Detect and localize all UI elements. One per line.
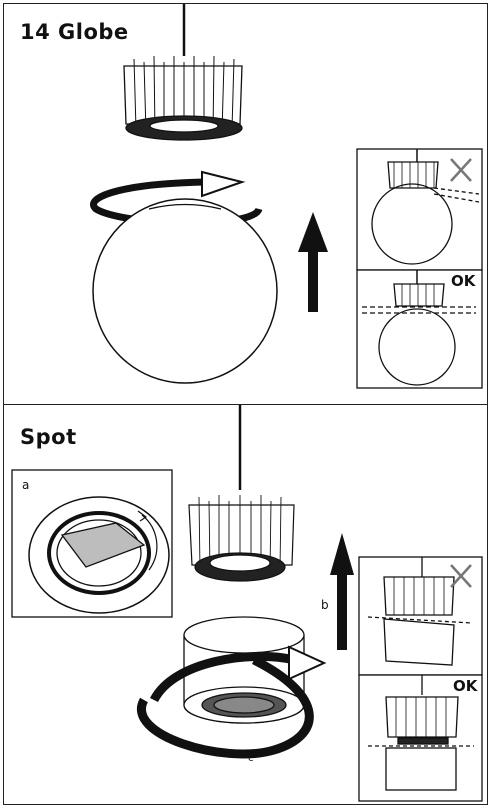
ok-label-top: OK xyxy=(451,272,476,290)
ok-label-bottom: OK xyxy=(453,677,478,695)
spot-wrong-inset xyxy=(358,556,483,676)
heatsink xyxy=(123,55,243,141)
wrong-inset xyxy=(356,148,483,271)
spot-rotation-arrow xyxy=(137,645,327,759)
detail-label-a: a xyxy=(22,478,30,492)
ring-label-c: c xyxy=(248,753,254,764)
spot-heatsink xyxy=(188,495,295,582)
spot-ok-inset xyxy=(358,674,483,802)
detail-inset xyxy=(11,469,173,618)
arrow-label-b: b xyxy=(321,598,329,612)
globe-shade xyxy=(92,198,278,384)
spot-panel: Spot xyxy=(3,404,488,805)
globe-illustration xyxy=(90,4,483,389)
spot-illustration xyxy=(11,405,483,802)
globe-title: 14 Globe xyxy=(20,20,129,44)
up-arrow xyxy=(298,212,328,312)
spot-body xyxy=(183,616,305,724)
spot-up-arrow xyxy=(330,533,354,650)
ok-inset xyxy=(356,269,483,389)
globe-panel: 14 Globe xyxy=(3,3,488,405)
spot-title: Spot xyxy=(20,425,77,449)
